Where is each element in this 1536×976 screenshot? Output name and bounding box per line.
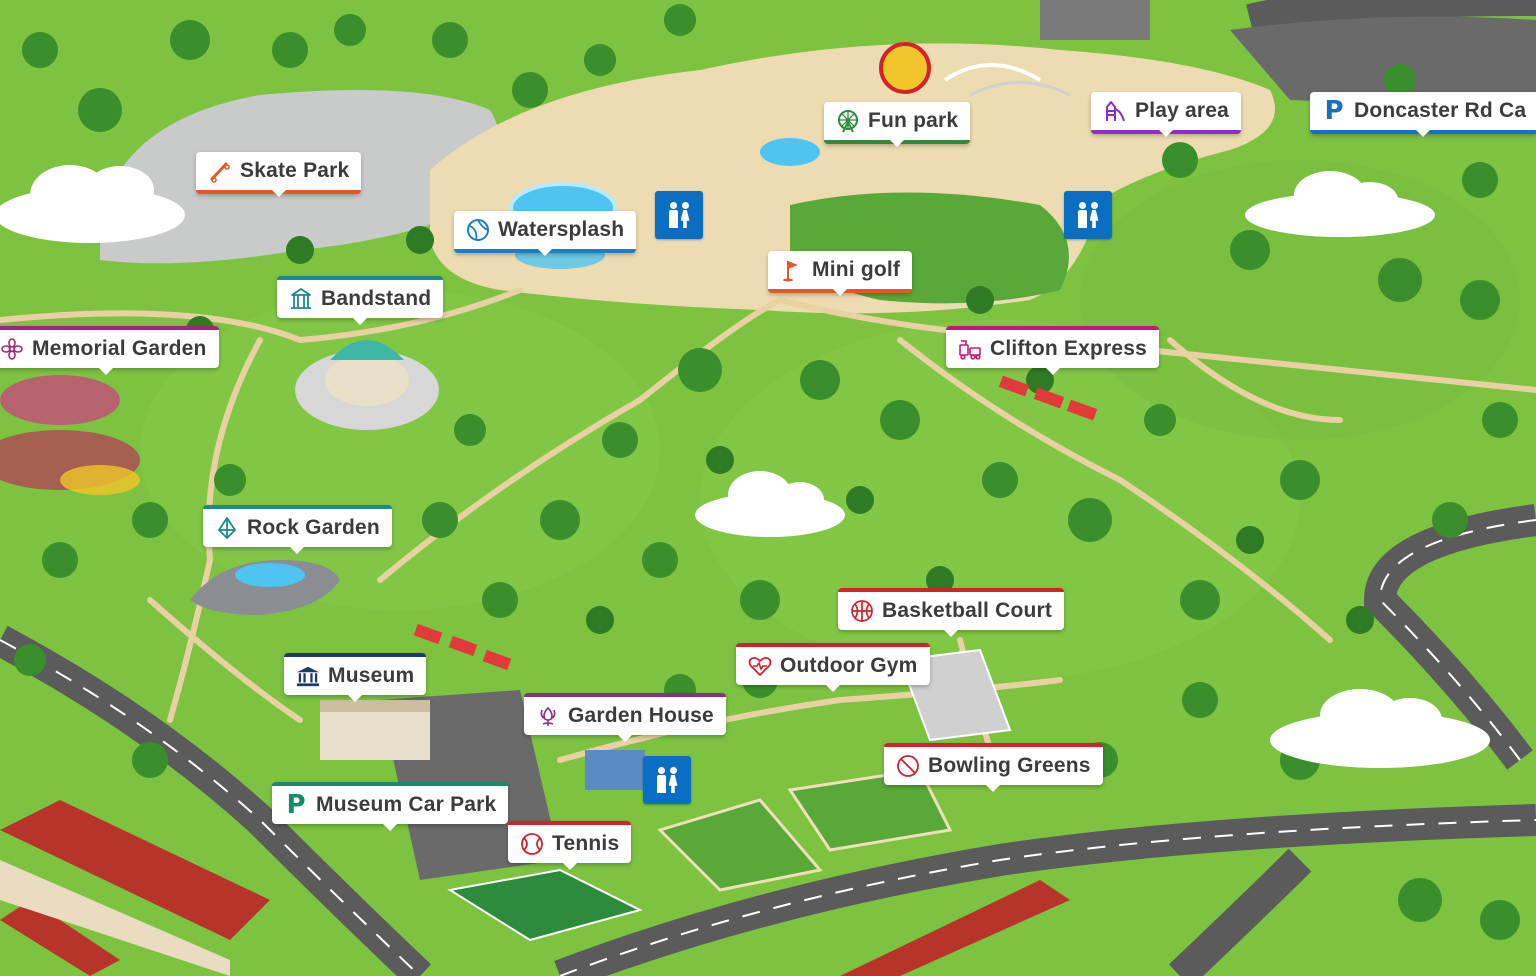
- slide-icon: [1103, 99, 1127, 123]
- label-basketball-court[interactable]: Basketball Court: [838, 588, 1065, 637]
- label-play-area[interactable]: Play area: [1091, 92, 1242, 137]
- flower-icon: [0, 337, 24, 361]
- label-text: Tennis: [552, 832, 620, 855]
- bandstand-icon: [289, 287, 313, 311]
- basketball-icon: [850, 599, 874, 623]
- parking-icon: P: [286, 790, 306, 820]
- label-outdoor-gym[interactable]: Outdoor Gym: [736, 643, 930, 692]
- label-text: Outdoor Gym: [780, 654, 918, 677]
- label-museum[interactable]: Museum: [284, 653, 427, 702]
- label-text: Garden House: [568, 704, 714, 727]
- female-figure: [1090, 202, 1099, 228]
- male-figure: [1077, 202, 1087, 228]
- label-text: Fun park: [868, 109, 959, 132]
- label-text: Rock Garden: [247, 516, 380, 539]
- toilets-icon[interactable]: [643, 756, 691, 804]
- label-text: Bandstand: [321, 287, 432, 310]
- museum-icon: [296, 664, 320, 688]
- crystal-icon: [215, 516, 239, 540]
- label-museum-car-park[interactable]: P Museum Car Park: [272, 782, 509, 831]
- label-text: Skate Park: [240, 159, 350, 182]
- ferris-wheel-icon: [836, 109, 860, 133]
- label-bowling-greens[interactable]: Bowling Greens: [884, 743, 1103, 792]
- label-clifton-express[interactable]: Clifton Express: [946, 326, 1160, 375]
- tulip-icon: [536, 704, 560, 728]
- label-bandstand[interactable]: Bandstand: [277, 276, 444, 325]
- label-fun-park[interactable]: Fun park: [824, 102, 971, 147]
- label-watersplash[interactable]: Watersplash: [454, 211, 637, 256]
- label-garden-house[interactable]: Garden House: [524, 693, 726, 742]
- female-figure: [669, 767, 678, 793]
- label-text: Bowling Greens: [928, 754, 1091, 777]
- toilets-icon[interactable]: [655, 191, 703, 239]
- label-rock-garden[interactable]: Rock Garden: [203, 505, 392, 554]
- skateboard-icon: [208, 159, 232, 183]
- label-memorial-garden[interactable]: Memorial Garden: [0, 326, 219, 375]
- train-icon: [958, 337, 982, 361]
- label-text: Play area: [1135, 99, 1230, 122]
- label-text: Basketball Court: [882, 599, 1053, 622]
- label-doncaster-rd-car-park[interactable]: P Doncaster Rd Ca: [1310, 92, 1536, 137]
- toilets-icon[interactable]: [1064, 191, 1112, 239]
- label-text: Museum: [328, 664, 415, 687]
- label-text: Mini golf: [812, 258, 901, 281]
- label-mini-golf[interactable]: Mini golf: [768, 251, 913, 296]
- label-skate-park[interactable]: Skate Park: [196, 152, 362, 197]
- label-tennis[interactable]: Tennis: [508, 821, 632, 870]
- label-text: Watersplash: [498, 218, 625, 241]
- label-text: Clifton Express: [990, 337, 1148, 360]
- female-figure: [681, 202, 690, 228]
- heart-pulse-icon: [748, 654, 772, 678]
- male-figure: [668, 202, 678, 228]
- label-text: Memorial Garden: [32, 337, 207, 360]
- parking-icon: P: [1324, 96, 1344, 126]
- bowling-ball-icon: [896, 754, 920, 778]
- male-figure: [656, 767, 666, 793]
- beach-ball-icon: [466, 218, 490, 242]
- tennis-ball-icon: [520, 832, 544, 856]
- golf-flag-icon: [780, 258, 804, 282]
- label-text: Museum Car Park: [316, 793, 497, 816]
- label-text: Doncaster Rd Ca: [1354, 99, 1527, 122]
